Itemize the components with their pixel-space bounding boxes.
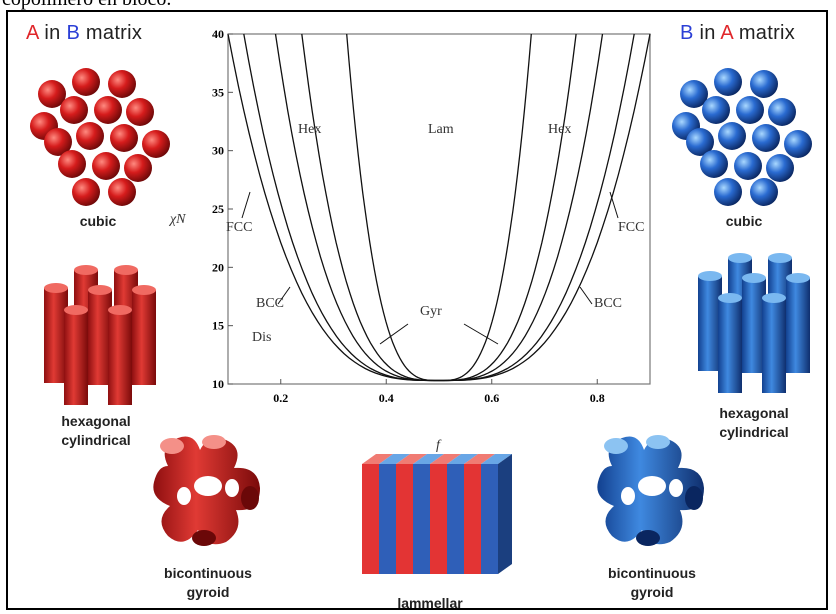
phase-boundaries	[227, 33, 651, 382]
y-tick-label: 10	[212, 377, 224, 391]
heading-in-text: in	[693, 22, 721, 44]
y-axis-label: χN	[170, 212, 186, 227]
x-tick-label: 0.8	[590, 391, 605, 405]
y-tick-label: 40	[212, 27, 224, 41]
y-ticks: 40 35 30 25 20 15 10	[212, 27, 233, 391]
right-cubic-spheres-illustration	[672, 68, 812, 206]
heading-b-letter: B	[680, 22, 694, 44]
y-tick-label: 20	[212, 260, 224, 274]
region-fcc-left: FCC	[226, 220, 253, 235]
phase-diagram: 40 35 30 25 20 15 10 0.2 0.4 0.6 0.8	[212, 27, 651, 405]
right-heading: B in A matrix	[680, 22, 795, 45]
left-hexagonal-label-line2: cylindrical	[61, 432, 131, 448]
right-hexagonal-label-line1: hexagonal	[719, 405, 789, 421]
right-gyroid-illustration	[597, 435, 704, 546]
region-fcc-right: FCC	[618, 220, 645, 235]
x-tick-label: 0.6	[484, 391, 499, 405]
left-hexagonal-cylinders-illustration	[44, 265, 156, 405]
right-hexagonal-label-line2: cylindrical	[719, 424, 789, 440]
right-cubic-label: cubic	[725, 213, 763, 229]
region-bcc-right: BCC	[594, 296, 623, 311]
left-heading: A in B matrix	[26, 22, 142, 45]
x-ticks: 0.2 0.4 0.6 0.8	[273, 379, 605, 405]
region-dis: Dis	[252, 330, 272, 345]
heading-a-letter: A	[26, 22, 39, 44]
lamella-slab	[481, 464, 498, 574]
left-cubic-label: cubic	[79, 213, 117, 229]
region-bcc-left: BCC	[256, 296, 285, 311]
lamella-slab	[379, 464, 396, 574]
lamella-slab	[396, 464, 413, 574]
lamella-slab-top	[481, 454, 512, 464]
x-tick-label: 0.2	[273, 391, 288, 405]
lamella-slab-top	[396, 454, 427, 464]
region-hex-left: Hex	[298, 122, 322, 137]
y-tick-label: 15	[212, 319, 224, 333]
x-tick-label: 0.4	[379, 391, 394, 405]
figure-frame: A in B matrix B in A matrix cubic	[6, 10, 828, 610]
left-gyroid-label: bicontinuous gyroid	[138, 564, 278, 602]
lamella-slab	[430, 464, 447, 574]
lamella-slab-top	[413, 454, 444, 464]
y-tick-label: 35	[212, 85, 224, 99]
y-tick-label: 25	[212, 202, 224, 216]
right-hexagonal-label: hexagonal cylindrical	[694, 404, 814, 442]
region-lam: Lam	[428, 122, 454, 137]
lamella-slab-top	[430, 454, 461, 464]
lamella-slab	[362, 464, 379, 574]
lamellar-illustration	[362, 454, 512, 574]
left-hexagonal-label: hexagonal cylindrical	[36, 412, 156, 450]
lamella-slab	[413, 464, 430, 574]
left-gyroid-label-line2: gyroid	[186, 584, 230, 600]
lamella-side	[498, 454, 512, 574]
lamella-slab-top	[447, 454, 478, 464]
lamella-slab-top	[464, 454, 495, 464]
annotation-arrows	[241, 191, 619, 345]
heading-a-letter: A	[720, 22, 733, 44]
lamella-slab	[447, 464, 464, 574]
heading-matrix-text: matrix	[80, 22, 143, 44]
region-gyr: Gyr	[420, 304, 442, 319]
heading-b-letter: B	[66, 22, 81, 44]
heading-matrix-text: matrix	[732, 22, 796, 44]
right-gyroid-label-line2: gyroid	[630, 584, 674, 600]
lamellar-label: lammellar	[397, 595, 463, 610]
y-tick-label: 30	[212, 144, 224, 158]
right-hexagonal-cylinders-illustration	[698, 253, 810, 393]
right-gyroid-label: bicontinuous gyroid	[582, 564, 722, 602]
x-axis-label: f	[436, 438, 440, 453]
lamella-slab	[464, 464, 481, 574]
page-caption: copolimero en bloco.	[2, 0, 832, 10]
left-gyroid-illustration	[153, 435, 260, 546]
heading-in-text: in	[38, 22, 67, 44]
lamella-slab-top	[379, 454, 410, 464]
plot-frame	[227, 33, 651, 385]
phase-boundary-curve	[346, 33, 532, 382]
region-hex-right: Hex	[548, 122, 572, 137]
left-hexagonal-label-line1: hexagonal	[61, 413, 131, 429]
left-cubic-spheres-illustration	[30, 68, 170, 206]
right-gyroid-label-line1: bicontinuous	[608, 565, 696, 581]
lamella-slab-top	[362, 454, 393, 464]
left-gyroid-label-line1: bicontinuous	[164, 565, 252, 581]
